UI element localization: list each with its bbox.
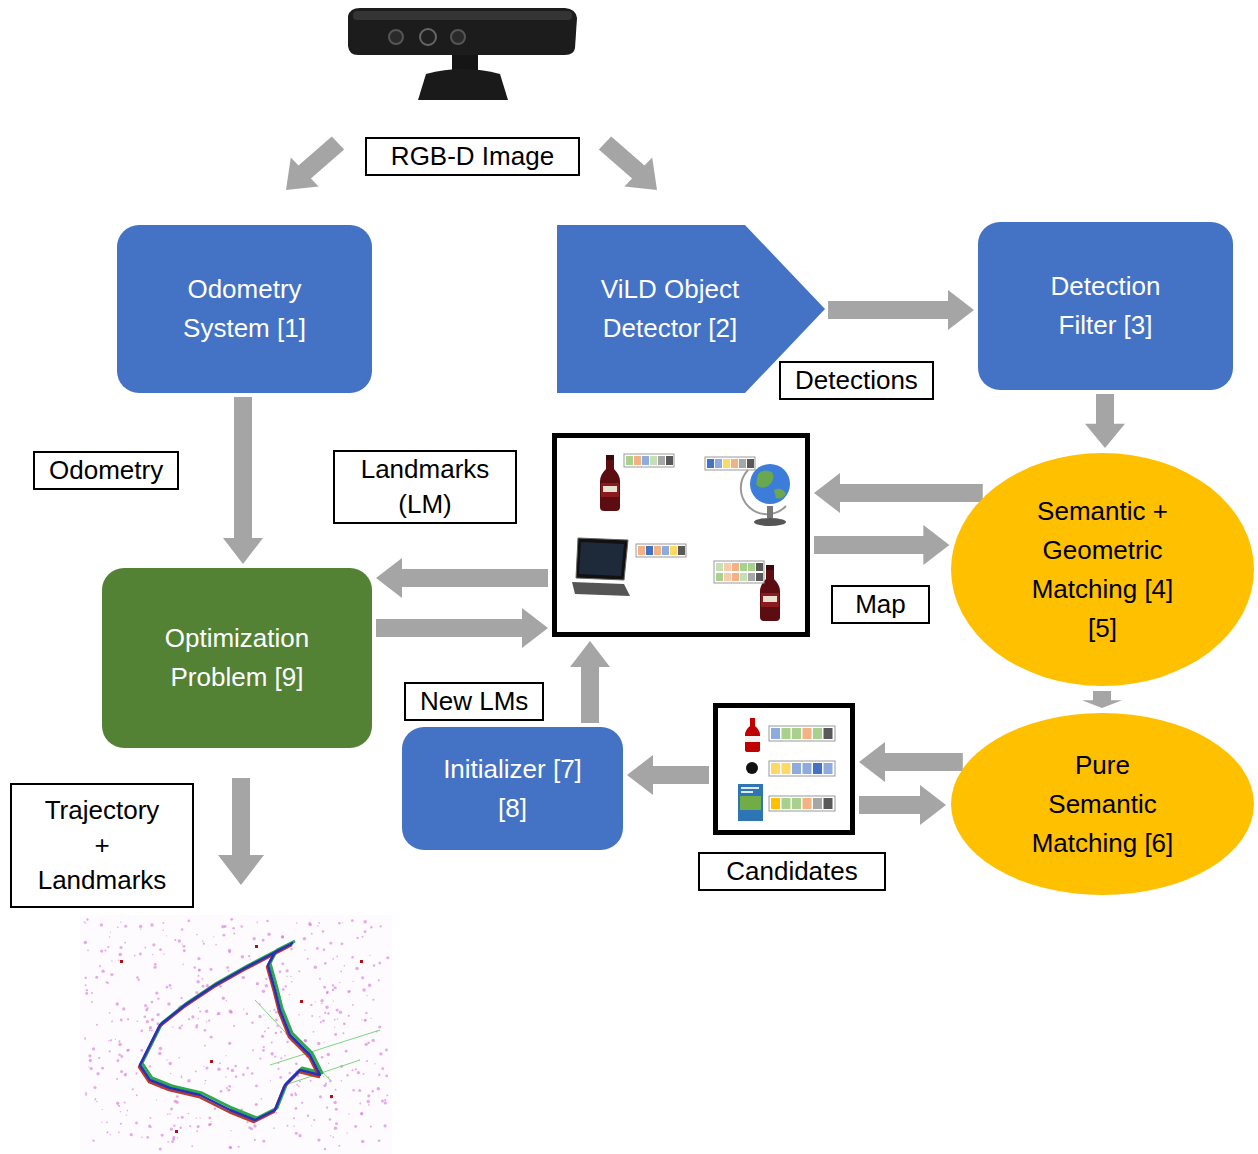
block-arrow: [376, 558, 548, 598]
matching-ellipse: Pure Semantic Matching [6]: [950, 712, 1255, 896]
candidates-frame: Candidates: [713, 703, 855, 835]
block-arrow: [223, 397, 263, 564]
block-arrow: [814, 473, 983, 513]
node-text: Semantic + Geometric Matching [4][5]: [1023, 492, 1183, 648]
node-heading: Candidates: [698, 852, 886, 891]
optimization-box: Optimization Problem [9]: [102, 568, 372, 748]
node-text: ViLD Object Detector [2]: [585, 270, 755, 348]
kinect-sensor: [348, 8, 577, 100]
block-arrow: [859, 742, 963, 782]
map-icons: [572, 454, 790, 621]
node-text: Optimization Problem [9]: [142, 619, 332, 697]
edge-label: Odometry: [33, 451, 179, 490]
block-arrow: [376, 608, 548, 648]
annotation-label: RGB-D Image: [365, 137, 580, 176]
node-text: Pure Semantic Matching [6]: [1025, 746, 1180, 863]
node-text: Initializer [7][8]: [438, 750, 588, 828]
block-arrow: [570, 641, 610, 723]
process-box: Odometry System [1]: [117, 225, 372, 393]
block-arrow: [814, 525, 949, 565]
candidate-icons: [738, 718, 835, 821]
input-arrow: [599, 137, 657, 191]
ellipse-shape: [950, 452, 1255, 687]
block-arrow: [1085, 394, 1125, 448]
edge-label: Landmarks (LM): [333, 450, 517, 524]
trajectory-plot: [80, 915, 392, 1154]
node-text: Detection Filter [3]: [1031, 267, 1181, 345]
process-box: Detection Filter [3]: [978, 222, 1233, 390]
map-frame: Map: [552, 433, 810, 637]
block-arrow: [1082, 691, 1122, 708]
annotation-label: Trajectory + Landmarks: [10, 783, 194, 908]
block-arrow: [828, 290, 974, 330]
matching-ellipse: Semantic + Geometric Matching [4][5]: [950, 452, 1255, 687]
block-arrow: [859, 785, 946, 825]
node-heading: Map: [831, 585, 930, 624]
input-arrow: [286, 137, 344, 191]
process-box: Initializer [7][8]: [402, 727, 623, 850]
block-arrow: [627, 755, 709, 795]
edge-label: Detections: [779, 361, 934, 400]
node-text: Odometry System [1]: [170, 270, 320, 348]
edge-label: New LMs: [404, 682, 544, 721]
output-arrow: [218, 778, 264, 885]
